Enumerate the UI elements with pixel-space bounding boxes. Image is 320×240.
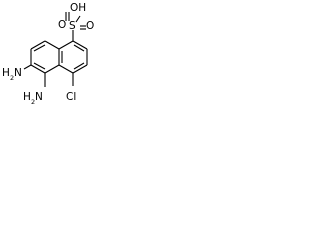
sulfur-label: S [69, 20, 76, 32]
bond-c6-c5 [30, 64, 46, 74]
chlorine-label: Cl [66, 91, 76, 103]
bond-c8-c7-double [33, 44, 46, 52]
bond-c8a-c8 [44, 40, 60, 50]
amino-lower-subscript-label: 2 [31, 98, 35, 106]
sulfonic-oh-label: OH [70, 2, 86, 14]
bond-c3-c4 [72, 64, 88, 74]
amino-lower-n-label: N [35, 91, 43, 103]
bond-c1-c2 [72, 40, 88, 50]
left-ring [30, 40, 60, 74]
bond-s-oh [75, 15, 81, 23]
bond-c6-c5-double [33, 62, 46, 70]
oxygen-upper-label: O [58, 19, 66, 31]
bond-c3-c4-double [73, 62, 85, 70]
amino-upper-subscript-label: 2 [10, 74, 14, 82]
bond-c6-nh2 [23, 64, 32, 70]
bond-c5-c4a [44, 64, 60, 74]
bond-c8a-c1 [58, 40, 74, 50]
amino-upper-h-label: H [2, 67, 10, 79]
bond-c4-c4a [58, 64, 74, 74]
bond-c1-c2-double [73, 44, 85, 52]
amino-upper-n-label: N [14, 67, 22, 79]
oxygen-lower-label: O [86, 20, 94, 32]
chemical-structure-diagram: OH S O O H 2 N H 2 N Cl [2, 2, 94, 106]
bond-c8-c7 [30, 40, 46, 50]
right-ring [58, 40, 88, 74]
amino-lower-h-label: H [23, 91, 31, 103]
